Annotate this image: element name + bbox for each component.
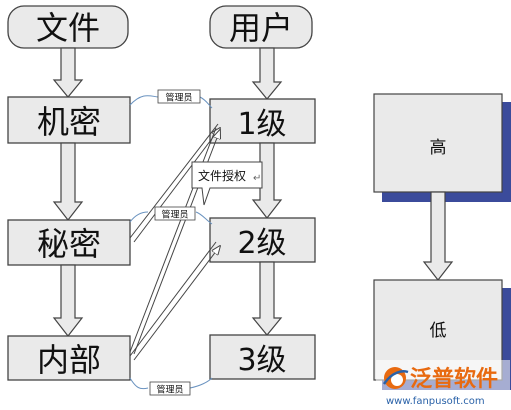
user-level-label-3: 3级 — [237, 343, 286, 378]
return-mark-icon: ↵ — [253, 173, 261, 184]
level-box-secret — [7, 96, 131, 144]
authorization-label: 文件授权 — [198, 168, 246, 183]
file-authorization-callout: 文件授权 ↵ — [191, 161, 263, 206]
callout-bubble — [191, 161, 263, 206]
level-label-internal: 内部 — [37, 341, 101, 379]
arrow-high-to-low — [422, 191, 454, 281]
file-header-label: 文件 — [36, 9, 100, 47]
watermark: 泛普软件 www.fanpusoft.com — [376, 360, 510, 408]
level-box-confidential — [7, 219, 131, 266]
level-box-internal — [7, 335, 131, 381]
brand-logo-icon — [382, 367, 409, 389]
level-label-confidential: 秘密 — [37, 225, 101, 263]
user-level-box-1 — [209, 98, 316, 144]
admin-callout-middle: 管理员 — [129, 206, 213, 225]
user-header-label: 用户 — [229, 9, 293, 47]
admin-callout-bottom: 管理员 — [129, 377, 213, 396]
admin-label-bottom: 管理员 — [156, 384, 183, 396]
authorization-connectors — [129, 123, 220, 361]
connector-secret-to-level1-a — [129, 123, 219, 239]
arrow-secret-to-confidential — [52, 142, 84, 221]
admin-callout-top: 管理员 — [129, 89, 213, 109]
level-label-secret: 机密 — [37, 103, 101, 141]
user-level-label-1: 1级 — [237, 107, 286, 142]
arrow-confidential-to-internal — [52, 264, 84, 337]
arrow-file-to-secret — [52, 47, 84, 98]
admin-label-middle: 管理员 — [161, 209, 188, 221]
high-label: 高 — [430, 138, 447, 158]
connector-internal-to-level2-b — [133, 246, 220, 361]
user-level-label-2: 2级 — [237, 226, 286, 261]
admin-label-top: 管理员 — [165, 92, 192, 104]
arrow-level2-to-level3 — [251, 261, 283, 336]
connector-secret-to-level1-b — [133, 128, 220, 243]
connector-internal-to-level2-a — [129, 241, 217, 357]
low-label: 低 — [430, 321, 447, 341]
arrow-user-to-level1 — [251, 47, 283, 100]
high-box — [373, 93, 503, 193]
user-level-box-3 — [209, 334, 316, 380]
brand-url: www.fanpusoft.com — [386, 396, 485, 407]
brand-name: 泛普软件 — [410, 366, 498, 392]
